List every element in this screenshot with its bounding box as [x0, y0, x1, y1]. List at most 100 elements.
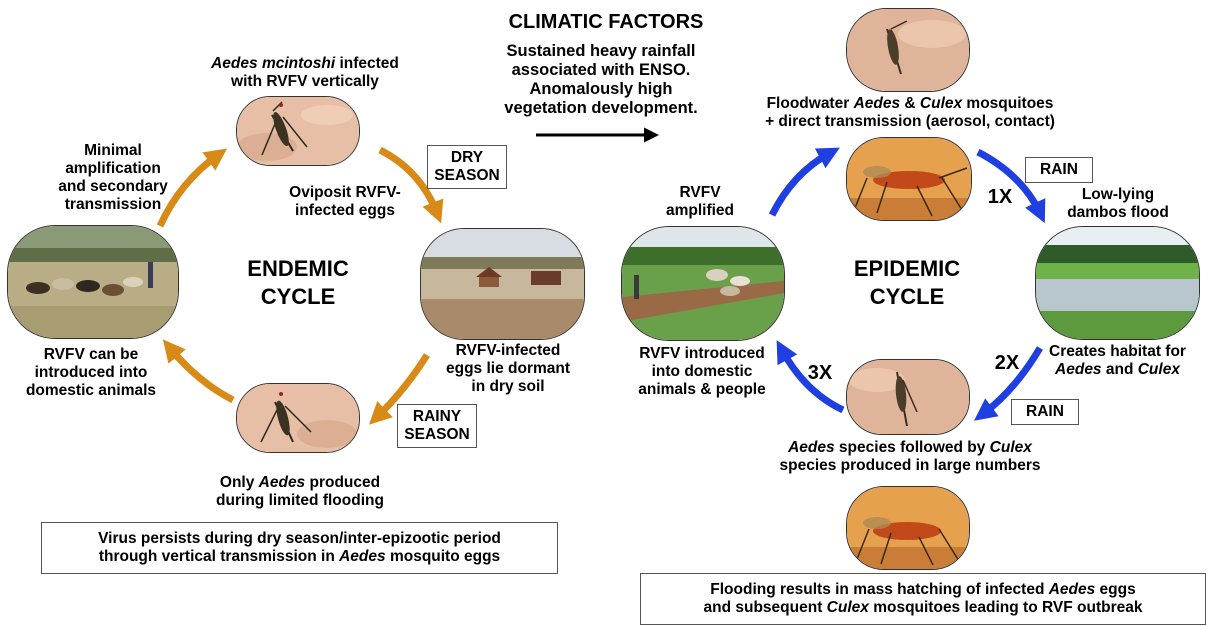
endemic-oviposit-label: Oviposit RVFV- infected eggs [270, 184, 420, 220]
multiplier-1x: 1X [975, 186, 1025, 209]
label-text: mosquitoes [962, 95, 1053, 112]
label-text: Floodwater [767, 95, 854, 112]
endemic-bottom-mosquito-photo [236, 383, 360, 453]
line: EPIDEMIC [832, 255, 982, 283]
line: SEASON [404, 426, 469, 444]
species-name: Culex [920, 95, 962, 112]
line: species produced in large numbers [745, 457, 1075, 475]
cows-road-photo [621, 226, 785, 341]
endemic-dormant-label: RVFV-infected eggs lie dormant in dry so… [428, 342, 588, 396]
culex-mosquito-photo-top [846, 137, 972, 221]
epidemic-top-skin-photo [846, 8, 970, 92]
cattle-field-photo [7, 225, 179, 339]
line: Creates habitat for [1035, 343, 1200, 361]
climatic-line-4: vegetation development. [446, 99, 756, 118]
line: CYCLE [218, 283, 378, 311]
climatic-description: Sustained heavy rainfall associated with… [446, 42, 756, 119]
endemic-top-mosquito-photo [236, 96, 360, 166]
line: RVFV-infected [428, 342, 588, 360]
endemic-introduced-label: RVFV can be introduced into domestic ani… [10, 346, 172, 400]
line: dambos flood [1038, 204, 1198, 222]
epidemic-introduced-label: RVFV introduced into domestic animals & … [618, 345, 786, 399]
label-text: & [900, 95, 920, 112]
endemic-top-label: Aedes mcintoshi infected with RVFV verti… [185, 55, 425, 91]
dry-village-photo [420, 228, 585, 340]
line: introduced into [10, 364, 172, 382]
epidemic-summary-box: Flooding results in mass hatching of inf… [640, 573, 1206, 625]
line: into domestic [618, 363, 786, 381]
rain-box-top: RAIN [1025, 157, 1093, 183]
label-line-2: with RVFV vertically [185, 73, 425, 91]
climatic-line-2: associated with ENSO. [446, 61, 756, 80]
species-name: Aedes [788, 439, 835, 456]
label-text: species followed by [835, 439, 990, 456]
line: Virus persists during dry season/inter-e… [98, 530, 501, 548]
epidemic-cycle-title: EPIDEMIC CYCLE [832, 255, 982, 310]
habitat-label: Creates habitat for Aedes and Culex [1035, 343, 1200, 379]
line: infected eggs [270, 202, 420, 220]
mosquito-icon [847, 138, 971, 220]
line: RVFV introduced [618, 345, 786, 363]
line: during limited flooding [190, 492, 410, 510]
line: ENDEMIC [218, 255, 378, 283]
line: RAINY [404, 408, 469, 426]
line: amplification [38, 160, 188, 178]
species-name: Aedes [259, 474, 306, 491]
label-text: Flooding results in mass hatching of inf… [710, 581, 1048, 598]
dry-field-icon [421, 229, 584, 339]
endemic-summary-box: Virus persists during dry season/inter-e… [41, 522, 558, 574]
rain-box-bottom: RAIN [1011, 399, 1079, 425]
line: RVFV [640, 184, 760, 202]
line: animals & people [618, 381, 786, 399]
label-text: eggs [1095, 581, 1135, 598]
multiplier-2x: 2X [982, 352, 1032, 375]
label-text: and [1102, 361, 1138, 378]
species-name: Aedes [1049, 581, 1096, 598]
mosquito-icon [237, 97, 359, 165]
line: eggs lie dormant [428, 360, 588, 378]
line: domestic animals [10, 382, 172, 400]
climatic-line-3: Anomalously high [446, 80, 756, 99]
line: Minimal [38, 142, 188, 160]
label-text: through vertical transmission in [99, 548, 339, 565]
floodwater-label: Floodwater Aedes & Culex mosquitoes + di… [735, 95, 1085, 131]
label-text: Only [220, 474, 259, 491]
cattle-icon [622, 227, 784, 340]
label-text: and subsequent [704, 599, 827, 616]
line: transmission [38, 196, 188, 214]
line: and secondary [38, 178, 188, 196]
amplified-label: RVFV amplified [640, 184, 760, 220]
label-text: produced [305, 474, 380, 491]
species-name: Aedes [1055, 361, 1102, 378]
culex-mosquito-photo-bottom [846, 486, 970, 570]
epidemic-arrow-left-up [772, 153, 830, 215]
line: Oviposit RVFV- [270, 184, 420, 202]
line: RVFV can be [10, 346, 172, 364]
label-text: mosquitoes leading to RVF outbreak [869, 599, 1143, 616]
species-name: Culex [990, 439, 1032, 456]
flooded-dambo-photo [1035, 226, 1200, 340]
endemic-arrow-bottom-left [170, 348, 233, 400]
line: amplified [640, 202, 760, 220]
climatic-line-1: Sustained heavy rainfall [446, 42, 756, 61]
species-name: Aedes [339, 548, 386, 565]
line: DRY [434, 149, 499, 167]
species-name: Culex [1138, 361, 1180, 378]
line: Low-lying [1038, 186, 1198, 204]
flood-icon [1036, 227, 1199, 339]
epidemic-bottom-skin-photo [846, 359, 970, 435]
cattle-icon [8, 226, 178, 338]
endemic-minimal-label: Minimal amplification and secondary tran… [38, 142, 188, 214]
label-text: mosquito eggs [386, 548, 501, 565]
species-name: Culex [827, 599, 869, 616]
climatic-title: CLIMATIC FACTORS [466, 11, 746, 34]
mosquito-icon [847, 487, 969, 569]
species-produced-label: Aedes species followed by Culex species … [745, 439, 1075, 475]
line: CYCLE [832, 283, 982, 311]
endemic-bottom-label: Only Aedes produced during limited flood… [190, 474, 410, 510]
mosquito-icon [237, 384, 359, 452]
line: in dry soil [428, 378, 588, 396]
label-text: infected [335, 55, 399, 72]
